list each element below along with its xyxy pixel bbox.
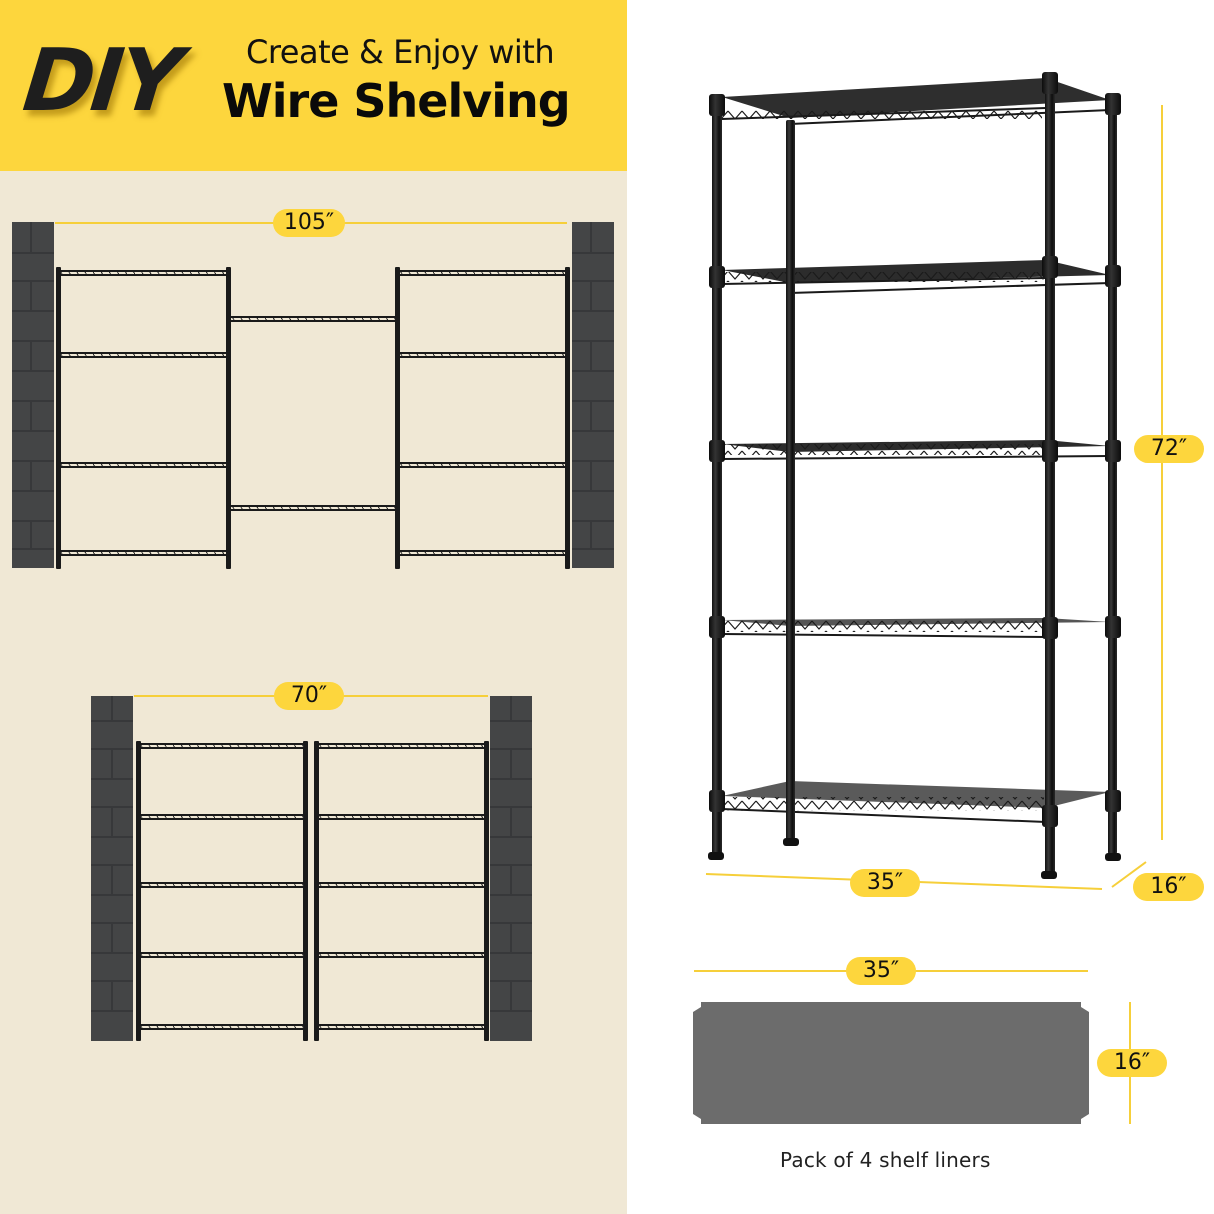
dimension-label-depth: 16″ [1133, 873, 1204, 901]
header-title: Wire Shelving [222, 74, 571, 128]
brick-wall-right [572, 222, 614, 568]
brick-wall-left [12, 222, 54, 568]
leveling-foot [783, 838, 799, 846]
brick-wall-right [490, 696, 532, 1041]
liner-caption: Pack of 4 shelf liners [780, 1148, 991, 1172]
brick-wall-left [91, 696, 133, 1041]
dimension-label-height: 72″ [1134, 435, 1204, 463]
dimension-label-liner-width: 35″ [846, 957, 916, 985]
dimension-label-liner-depth: 16″ [1097, 1049, 1167, 1077]
dimension-label-105: 105″ [273, 209, 345, 237]
leveling-foot [1041, 871, 1057, 879]
header-tagline: Create & Enjoy with [246, 33, 555, 71]
dimension-line-height [1161, 105, 1163, 840]
post-front-right [1045, 72, 1055, 876]
header-banner: DIY Create & Enjoy with Wire Shelving [0, 0, 627, 171]
leveling-foot [1105, 853, 1121, 861]
leveling-foot [708, 852, 724, 860]
shelf-liner [693, 1002, 1089, 1124]
dimension-label-70: 70″ [274, 682, 344, 710]
post-front-left [712, 94, 722, 854]
post-back-right [1108, 96, 1117, 854]
dimension-label-width: 35″ [850, 869, 920, 897]
post-back-left [786, 120, 795, 840]
